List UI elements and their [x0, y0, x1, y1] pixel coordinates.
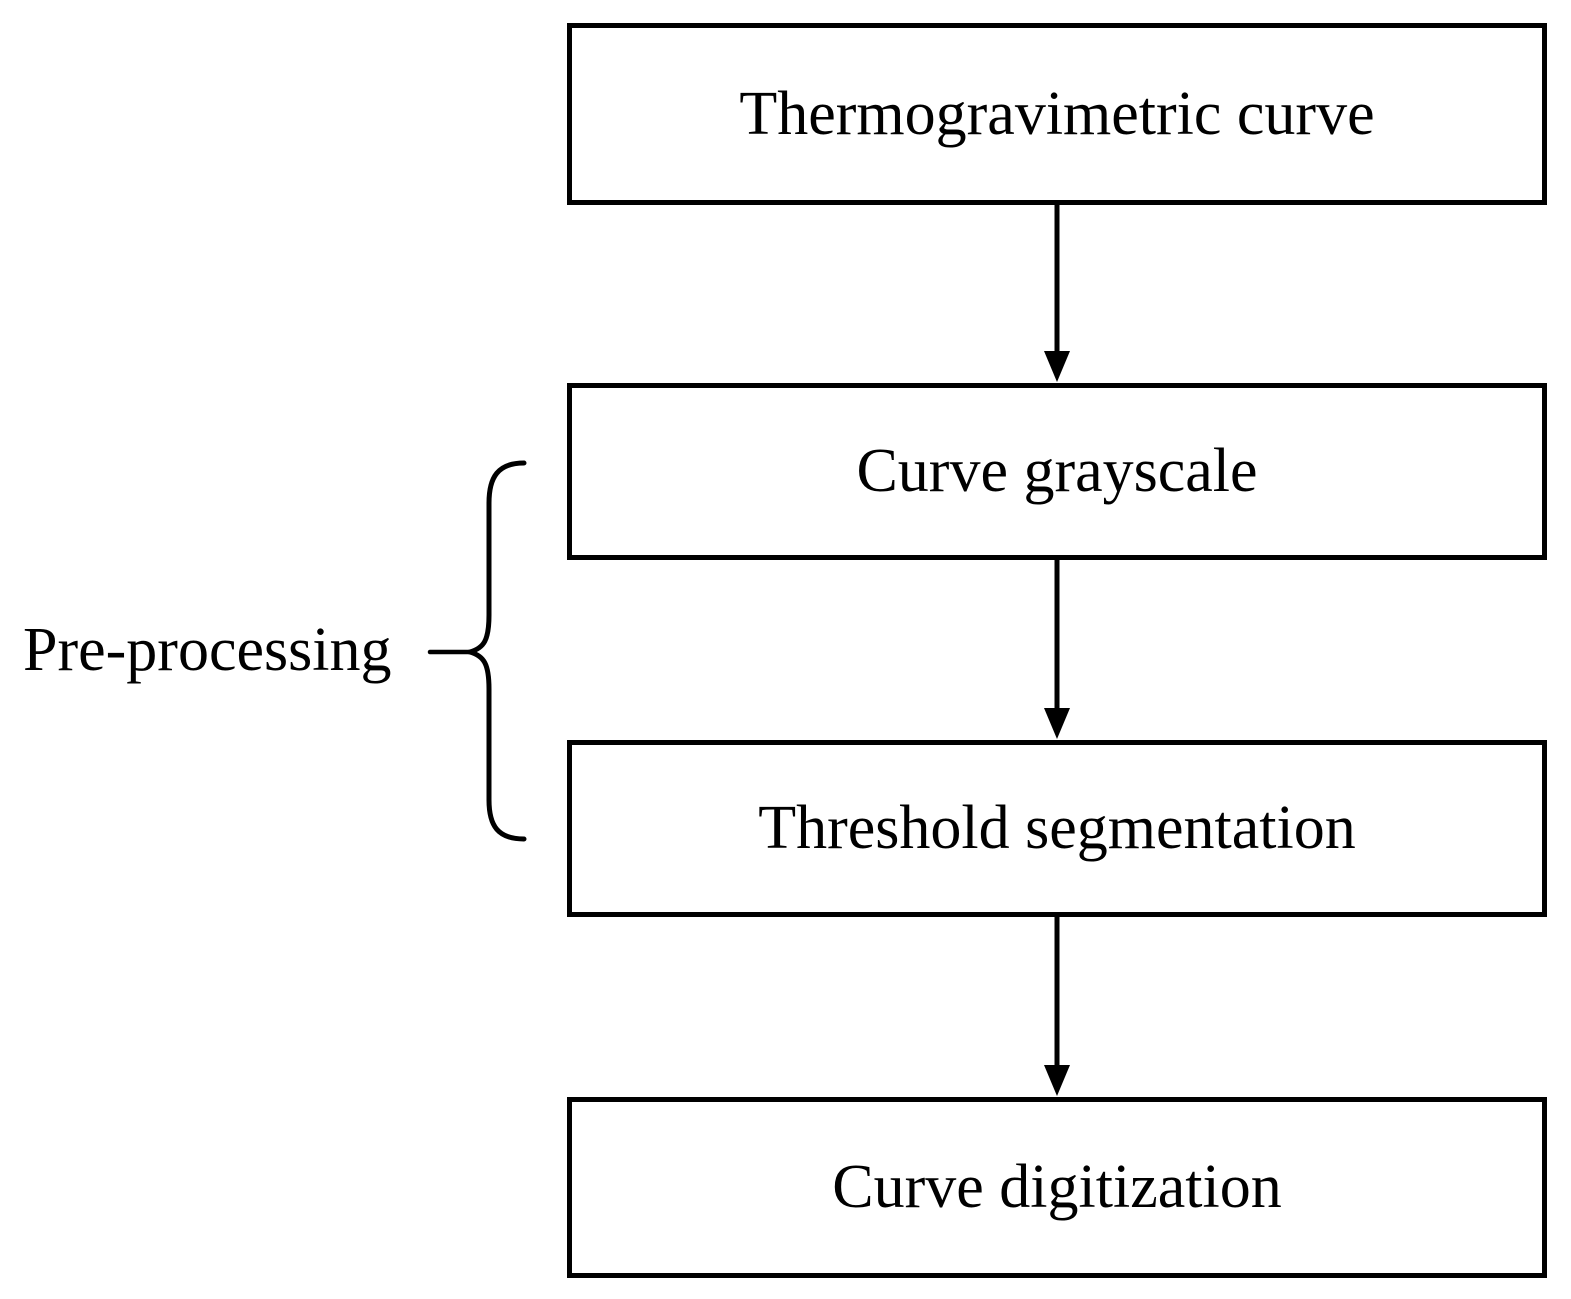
pre-processing-label: Pre-processing: [23, 615, 392, 684]
node-label: Curve grayscale: [856, 437, 1258, 506]
node-thermogravimetric-curve: Thermogravimetric curve: [567, 23, 1547, 205]
node-threshold-segmentation: Threshold segmentation: [567, 740, 1547, 917]
arrow-down-icon: [1044, 917, 1070, 1096]
arrow-down-icon: [1044, 560, 1070, 739]
curly-brace-icon: [427, 460, 527, 842]
node-curve-grayscale: Curve grayscale: [567, 383, 1547, 560]
node-curve-digitization: Curve digitization: [567, 1097, 1547, 1278]
node-label: Curve digitization: [832, 1153, 1282, 1222]
node-label: Threshold segmentation: [758, 794, 1356, 863]
node-label: Thermogravimetric curve: [739, 79, 1375, 148]
arrow-down-icon: [1044, 205, 1070, 382]
